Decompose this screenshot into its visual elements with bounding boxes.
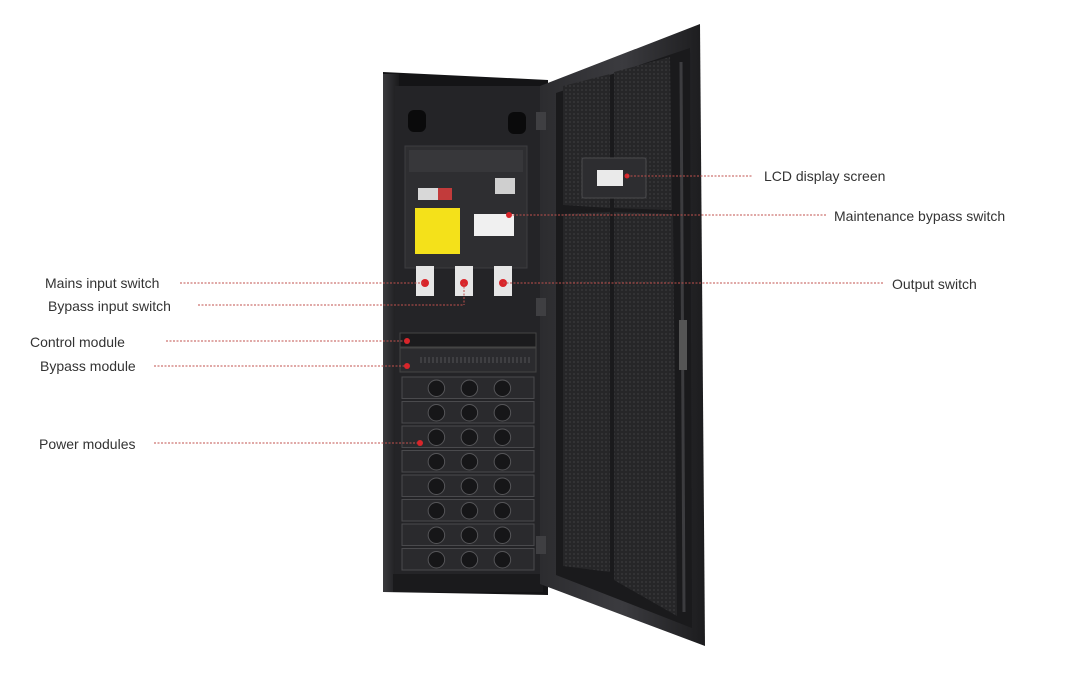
- fan-icon: [493, 477, 512, 495]
- leader-lines: [154, 175, 884, 444]
- fan-icon: [427, 477, 446, 495]
- fan-icon: [493, 502, 512, 520]
- power-module: [401, 474, 535, 497]
- label-bypass-input-switch: Bypass input switch: [48, 298, 171, 314]
- label-lcd-display-screen: LCD display screen: [764, 168, 886, 184]
- fan-icon: [493, 428, 512, 446]
- fan-icon: [460, 477, 479, 495]
- label-bypass-module: Bypass module: [40, 358, 136, 374]
- power-module: [401, 548, 535, 571]
- fan-icon: [460, 453, 479, 471]
- fan-icon: [427, 526, 446, 544]
- fan-icon: [493, 379, 512, 397]
- power-module-stack: [401, 376, 535, 571]
- power-module: [401, 401, 535, 424]
- fan-icon: [427, 404, 446, 422]
- label-maintenance-bypass-switch: Maintenance bypass switch: [834, 208, 1006, 224]
- fan-icon: [427, 379, 446, 397]
- fan-icon: [460, 404, 479, 422]
- fan-icon: [493, 404, 512, 422]
- power-module: [401, 450, 535, 473]
- fan-icon: [460, 428, 479, 446]
- label-power-modules: Power modules: [39, 436, 136, 452]
- warning-label: [415, 208, 460, 254]
- power-module: [401, 523, 535, 546]
- label-mains-input-switch: Mains input switch: [45, 275, 160, 291]
- cabinet-body: [383, 72, 548, 595]
- fan-icon: [493, 551, 512, 569]
- fan-icon: [460, 379, 479, 397]
- fan-icon: [427, 551, 446, 569]
- power-module: [401, 499, 535, 522]
- fan-icon: [427, 428, 446, 446]
- power-module: [401, 425, 535, 448]
- cabinet-door: [536, 24, 705, 646]
- fan-icon: [427, 502, 446, 520]
- label-output-switch: Output switch: [892, 276, 977, 292]
- fan-icon: [493, 453, 512, 471]
- fan-icon: [460, 502, 479, 520]
- fan-icon: [460, 551, 479, 569]
- label-control-module: Control module: [30, 334, 125, 350]
- marker-dots: [404, 212, 512, 446]
- fan-icon: [460, 526, 479, 544]
- fan-icon: [427, 453, 446, 471]
- power-module: [401, 376, 535, 399]
- fan-icon: [493, 526, 512, 544]
